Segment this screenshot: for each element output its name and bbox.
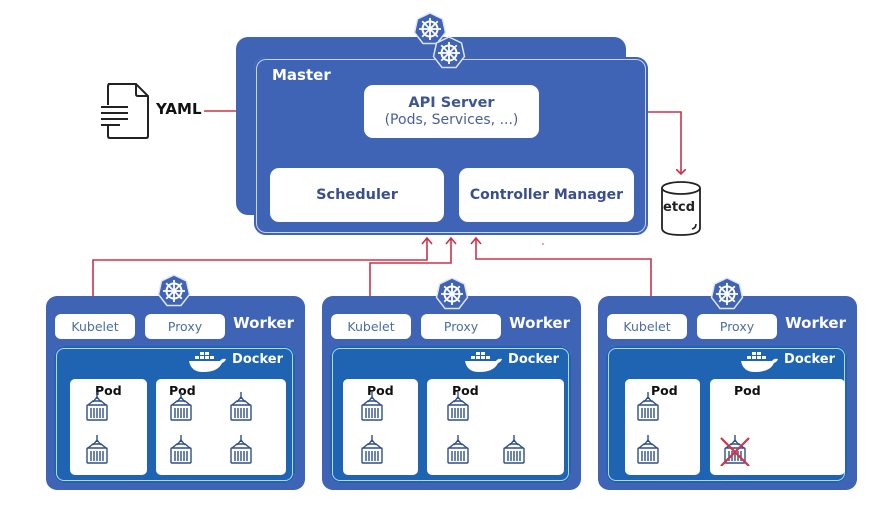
proxy-box: Proxy [145,314,225,339]
container-icon [86,435,108,464]
kubernetes-wheel-icon [435,277,469,310]
docker-label: Docker [508,352,559,367]
docker-whale-icon [741,352,778,372]
container-icon [361,435,383,464]
container-icon [361,392,383,421]
proxy-box: Proxy [421,314,501,339]
proxy-box: Proxy [697,314,777,339]
controller-manager-box: Controller Manager [459,168,634,222]
worker-label: Worker [785,314,846,332]
etcd-label: etcd [663,200,696,215]
container-icon [447,392,469,421]
worker-node: Kubelet Proxy Worker Docker Pod Pod [598,296,857,490]
kubernetes-wheel-icon [710,277,744,310]
docker-runtime: Docker Pod Pod [330,346,571,483]
docker-runtime: Docker Pod Pod [606,346,847,483]
kubernetes-wheel-icon [157,274,191,307]
stray-dot [542,243,544,245]
container-icon [170,435,192,464]
pod-label: Pod [651,383,678,398]
container-icon [86,392,108,421]
pod-label: Pod [367,383,394,398]
worker-node: Kubelet Proxy Worker Docker Pod Pod [322,296,581,490]
pod-label: Pod [169,383,196,398]
docker-label: Docker [784,352,835,367]
kubernetes-wheel-icon [432,36,466,69]
container-icon [170,392,192,421]
pod-label: Pod [95,383,122,398]
kubelet-box: Kubelet [55,314,135,339]
container-icon [447,435,469,464]
worker-label: Worker [233,314,294,332]
container-icon [230,392,252,421]
api-server-title: API Server [408,95,495,111]
kubelet-box: Kubelet [331,314,411,339]
api-server-subtitle: (Pods, Services, ...) [384,112,519,128]
pod: Pod [70,379,147,475]
api-server-box: API Server (Pods, Services, ...) [364,85,539,138]
docker-whale-icon [189,352,226,372]
yaml-label: YAML [156,100,202,118]
controller-manager-label: Controller Manager [469,187,624,203]
pod: Pod [343,379,418,475]
database-icon [661,181,701,236]
container-icon [503,435,525,464]
worker-label: Worker [509,314,570,332]
docker-whale-icon [465,352,502,372]
scheduler-label: Scheduler [316,187,398,203]
scheduler-box: Scheduler [270,168,444,222]
document-icon [101,83,149,139]
pod-label: Pod [734,383,761,398]
master-label: Master [272,66,331,84]
kubelet-box: Kubelet [607,314,687,339]
kubernetes-wheel-icon [413,12,447,45]
container-icon [230,435,252,464]
container-icon [637,392,659,421]
docker-label: Docker [232,352,283,367]
failed-container-icon [720,435,750,466]
container-icon [637,435,659,464]
